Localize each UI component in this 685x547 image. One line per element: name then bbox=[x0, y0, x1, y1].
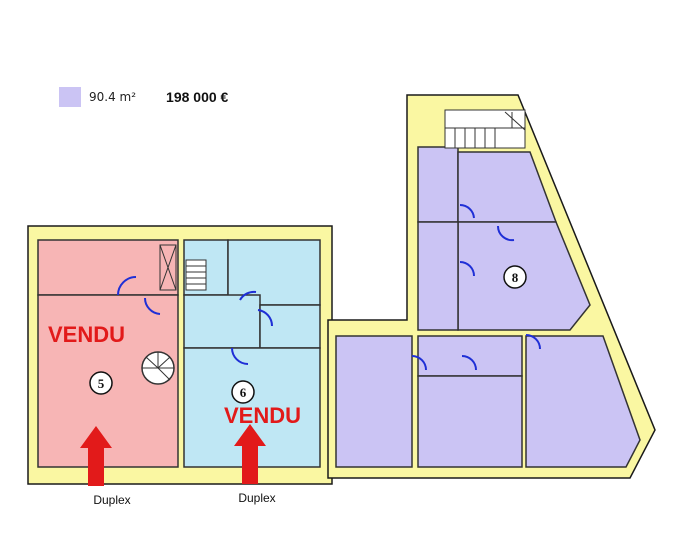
unit-8-room-top bbox=[417, 146, 459, 223]
unit-6-number-badge: 6 bbox=[231, 380, 255, 404]
unit-8-room-f bbox=[525, 335, 641, 468]
unit-6-stair bbox=[185, 259, 207, 291]
unit-8-number: 8 bbox=[512, 270, 519, 285]
door-icon bbox=[239, 290, 257, 301]
door-icon bbox=[117, 276, 137, 296]
legend: 90.4 m² 198 000 € bbox=[59, 87, 228, 107]
unit-6-entrance-arrow bbox=[234, 424, 266, 484]
unit-5-number-badge: 5 bbox=[89, 371, 113, 395]
spiral-stair-steps bbox=[142, 352, 174, 381]
unit-8-room-e bbox=[417, 375, 523, 468]
unit-5-entrance-arrow bbox=[80, 426, 112, 486]
unit-6-sold-label: VENDU bbox=[224, 403, 301, 428]
unit-6-room-mr bbox=[259, 304, 321, 349]
door-icon bbox=[257, 309, 274, 327]
legend-price: 198 000 € bbox=[166, 89, 229, 105]
unit-6-number: 6 bbox=[240, 385, 247, 400]
unit-5-sold-label: VENDU bbox=[48, 322, 125, 347]
legend-area: 90.4 m² bbox=[89, 90, 137, 104]
unit-8-room-d bbox=[417, 335, 523, 377]
unit-6-room-tr bbox=[227, 239, 321, 306]
unit-8-number-badge: 8 bbox=[503, 265, 527, 289]
door-icon bbox=[496, 225, 515, 242]
unit-5-closet-line-2 bbox=[159, 244, 177, 291]
door-icon bbox=[459, 203, 475, 219]
legend-swatch bbox=[59, 87, 81, 107]
door-icon bbox=[459, 261, 475, 277]
unit-5-number: 5 bbox=[98, 376, 105, 391]
unit-8-room-left bbox=[417, 221, 459, 331]
door-icon bbox=[461, 355, 477, 371]
unit-8-stair-steps bbox=[445, 111, 526, 148]
door-icon bbox=[231, 347, 249, 365]
unit-5-duplex-label: Duplex bbox=[93, 493, 130, 507]
unit-5-closet bbox=[159, 244, 177, 291]
unit-6-duplex-label: Duplex bbox=[238, 491, 275, 505]
unit-6-stair-steps bbox=[186, 265, 206, 285]
unit-8-room-c bbox=[335, 335, 413, 468]
door-icon bbox=[525, 334, 541, 350]
door-icon bbox=[411, 355, 427, 371]
unit-5-room-upper bbox=[37, 239, 179, 296]
unit-5[interactable] bbox=[37, 239, 179, 468]
unit-6-room-mid bbox=[183, 294, 261, 349]
doors bbox=[117, 203, 541, 371]
door-icon bbox=[143, 297, 161, 315]
